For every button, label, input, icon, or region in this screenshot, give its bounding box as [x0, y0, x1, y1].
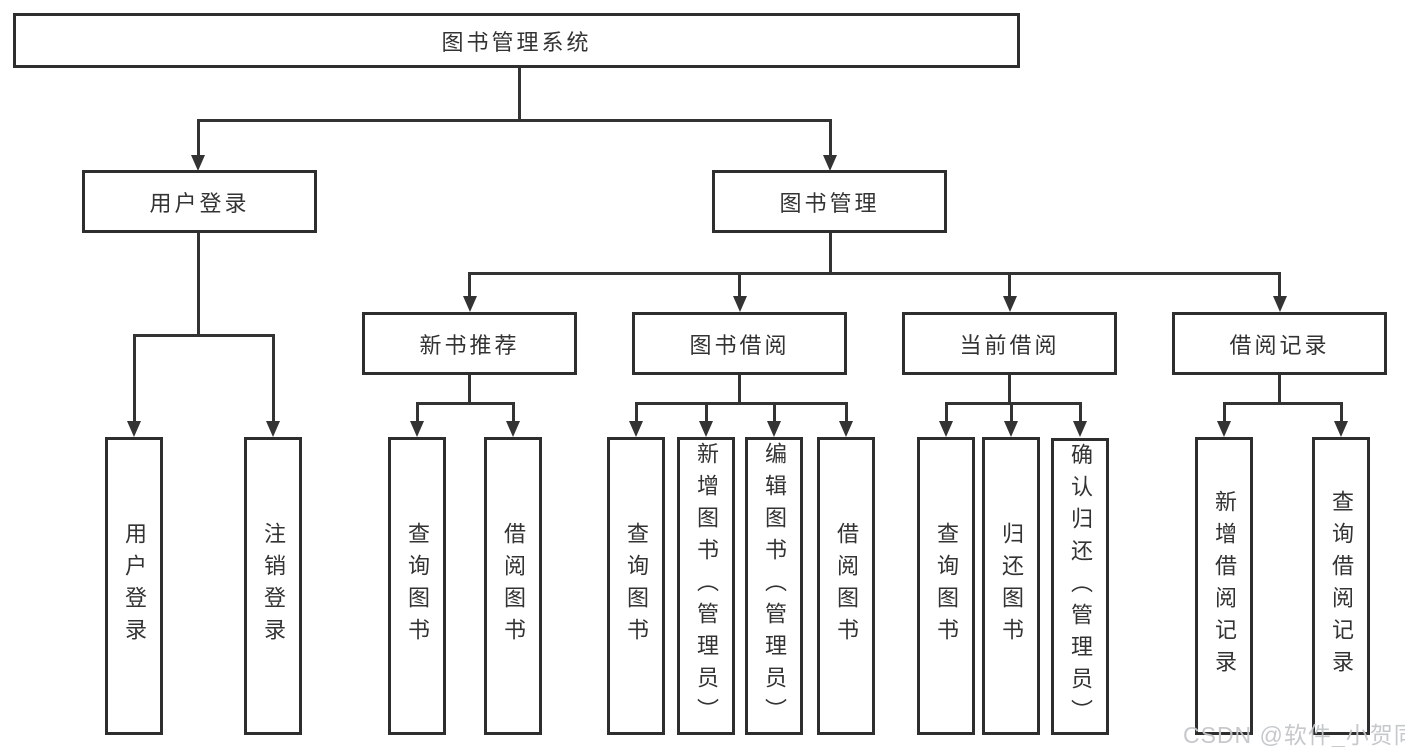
arrowhead-logout [266, 421, 280, 437]
arrowhead-cur-query [939, 421, 953, 437]
connector-book-mgmt-trunk [829, 233, 832, 275]
leaf-newbooks-query-books: 查询图书 [388, 437, 446, 735]
connector-stem-cur-return [1010, 402, 1013, 423]
leaf-records-add-record: 新增借阅记录 [1195, 437, 1253, 735]
arrowhead-nb-borrow [506, 421, 520, 437]
connector-stem-new-books [468, 272, 471, 300]
connector-stem-nb-borrow [512, 402, 515, 423]
leaf-logout: 注销登录 [244, 437, 302, 735]
connector-stem-borrowing [738, 272, 741, 300]
connector-borrowing-rail [635, 402, 847, 405]
arrowhead-bw-add [699, 421, 713, 437]
connector-stem-cur-confirm [1079, 402, 1082, 423]
node-current-borrowing: 当前借阅 [902, 312, 1117, 375]
arrowhead-login [127, 421, 141, 437]
arrowhead-bw-borrow [839, 421, 853, 437]
connector-stem-book-mgmt [829, 119, 832, 157]
arrowhead-rec-add [1217, 421, 1231, 437]
arrowhead-user-login [191, 155, 205, 171]
arrowhead-nb-query [410, 421, 424, 437]
arrowhead-borrowing [733, 296, 747, 312]
connector-root-trunk [518, 68, 521, 122]
arrowhead-current [1003, 296, 1017, 312]
connector-new-books-trunk [468, 375, 471, 405]
leaf-borrowing-query-books: 查询图书 [607, 437, 665, 735]
node-book-borrowing: 图书借阅 [632, 312, 847, 375]
csdn-watermark: CSDN @软件_小贺同学 [1183, 722, 1405, 747]
leaf-records-query-record: 查询借阅记录 [1312, 437, 1370, 735]
leaf-current-return-books: 归还图书 [982, 437, 1040, 735]
connector-stem-bw-add [705, 402, 708, 423]
connector-stem-bw-borrow [845, 402, 848, 423]
arrowhead-book-mgmt [823, 155, 837, 171]
arrowhead-bw-edit [767, 421, 781, 437]
leaf-current-query-books: 查询图书 [917, 437, 975, 735]
connector-current-rail [945, 402, 1082, 405]
node-user-login: 用户登录 [82, 170, 317, 233]
connector-records-trunk [1278, 375, 1281, 405]
connector-stem-user-login [197, 119, 200, 157]
arrowhead-rec-query [1334, 421, 1348, 437]
node-book-management: 图书管理 [712, 170, 947, 233]
connector-new-books-rail [416, 402, 515, 405]
node-library-management-system: 图书管理系统 [13, 13, 1020, 68]
connector-stem-logout [272, 334, 275, 423]
node-borrowing-records: 借阅记录 [1172, 312, 1387, 375]
arrowhead-records [1273, 296, 1287, 312]
leaf-newbooks-borrow-books: 借阅图书 [484, 437, 542, 735]
connector-stem-records [1278, 272, 1281, 300]
arrowhead-cur-return [1004, 421, 1018, 437]
arrowhead-new-books [463, 296, 477, 312]
connector-current-trunk [1008, 375, 1011, 405]
leaf-current-confirm-return-admin: 确认归还（管理员） [1051, 438, 1109, 735]
connector-borrowing-trunk [738, 375, 741, 405]
connector-stem-login [133, 334, 136, 423]
connector-user-login-rail [133, 334, 275, 337]
arrowhead-bw-query [629, 421, 643, 437]
connector-level2-rail [197, 119, 832, 122]
connector-records-rail [1223, 402, 1343, 405]
leaf-borrowing-edit-books-admin: 编辑图书（管理员） [745, 437, 803, 735]
leaf-borrowing-add-books-admin: 新增图书（管理员） [677, 437, 735, 735]
connector-stem-rec-query [1340, 402, 1343, 423]
node-new-book-recommend: 新书推荐 [362, 312, 577, 375]
connector-user-login-trunk [197, 233, 200, 337]
connector-stem-rec-add [1223, 402, 1226, 423]
leaf-borrowing-borrow-books: 借阅图书 [817, 437, 875, 735]
arrowhead-cur-confirm [1073, 421, 1087, 437]
connector-stem-nb-query [416, 402, 419, 423]
connector-stem-bw-edit [773, 402, 776, 423]
leaf-user-login: 用户登录 [105, 437, 163, 735]
connector-stem-cur-query [945, 402, 948, 423]
connector-stem-bw-query [635, 402, 638, 423]
connector-level3-rail [468, 272, 1281, 275]
connector-stem-current [1008, 272, 1011, 300]
